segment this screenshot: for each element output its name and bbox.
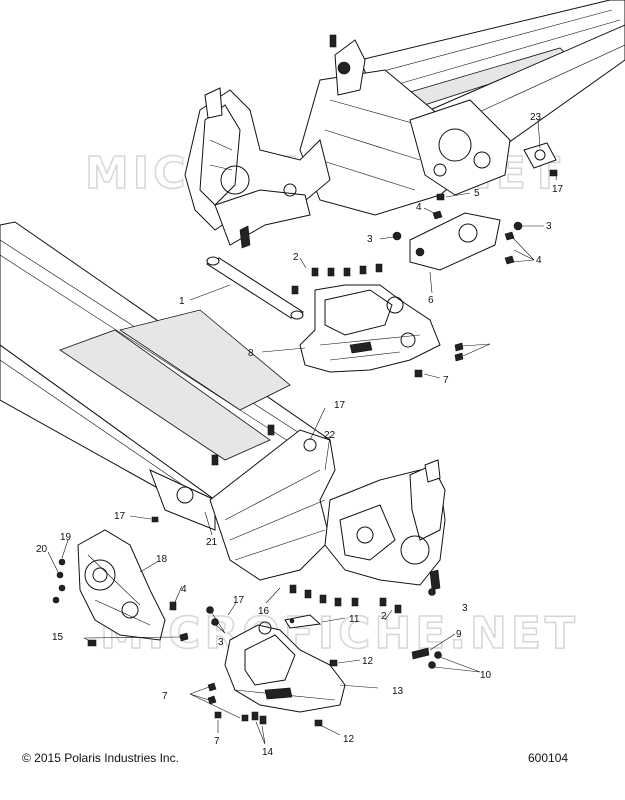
bolt-17-top bbox=[549, 169, 558, 177]
bolt-5 bbox=[436, 193, 445, 201]
bolt-9 bbox=[411, 647, 430, 660]
callout-18: 18 bbox=[156, 554, 168, 565]
callout-2-upper: 2 bbox=[293, 252, 299, 263]
callout-19: 19 bbox=[60, 532, 72, 543]
callout-20: 20 bbox=[36, 544, 48, 555]
bolts-2-lower bbox=[289, 584, 402, 614]
callout-16: 16 bbox=[258, 606, 270, 617]
bolt-17-lower bbox=[151, 516, 159, 523]
bracket-6 bbox=[409, 212, 501, 271]
callout-4-lower: 4 bbox=[181, 584, 187, 595]
bolt-4-upper bbox=[432, 210, 443, 220]
bolts-15 bbox=[87, 632, 189, 647]
callout-13: 13 bbox=[392, 686, 404, 697]
nuts-10 bbox=[428, 651, 442, 669]
callout-22: 22 bbox=[324, 430, 336, 441]
callout-21: 21 bbox=[206, 537, 218, 548]
callout-12-upper: 12 bbox=[362, 656, 374, 667]
callout-15: 15 bbox=[52, 632, 64, 643]
diagram-number: 600104 bbox=[528, 751, 568, 765]
callout-3-upper-right: 3 bbox=[546, 221, 552, 232]
plate-23 bbox=[523, 142, 557, 169]
watermark-bottom: MICROFICHE.NET bbox=[100, 608, 579, 659]
leader-lines bbox=[47, 119, 558, 745]
lower-front-suspension-mount bbox=[324, 459, 446, 591]
bracket-11 bbox=[284, 614, 322, 629]
lower-chassis-tunnel bbox=[0, 221, 336, 581]
callout-3-lower: 3 bbox=[218, 637, 224, 648]
side-plate-18 bbox=[52, 529, 166, 641]
callout-17-mid: 17 bbox=[334, 400, 346, 411]
copyright-text: © 2015 Polaris Industries Inc. bbox=[22, 751, 179, 765]
bolts-7-upper bbox=[414, 342, 464, 378]
callout-6: 6 bbox=[428, 295, 434, 306]
callout-23: 23 bbox=[530, 112, 542, 123]
bolts-2-upper bbox=[291, 263, 383, 295]
bolts-7-lower bbox=[207, 682, 249, 722]
callout-5: 5 bbox=[474, 188, 480, 199]
callout-4-upper: 4 bbox=[416, 202, 422, 213]
callout-17-top: 17 bbox=[552, 184, 564, 195]
callout-8: 8 bbox=[248, 348, 254, 359]
callout-14: 14 bbox=[262, 747, 274, 758]
callout-2-lower: 2 bbox=[381, 611, 387, 622]
callout-4-upper-right: 4 bbox=[536, 255, 542, 266]
callout-labels: 23 17 5 4 3 3 4 2 1 6 8 7 17 22 17 21 19… bbox=[36, 112, 564, 758]
upper-chassis-tunnel bbox=[299, 0, 625, 216]
nut-3-right bbox=[513, 221, 523, 231]
callout-7-upper: 7 bbox=[443, 375, 449, 386]
bolt-4-lower bbox=[169, 601, 177, 611]
callout-3-lower-right: 3 bbox=[462, 603, 468, 614]
callout-9: 9 bbox=[456, 629, 462, 640]
bolts-14 bbox=[251, 711, 267, 725]
callout-7-lower-left: 7 bbox=[162, 691, 168, 702]
callout-3-upper-left: 3 bbox=[367, 234, 373, 245]
nut-3-left bbox=[392, 231, 402, 241]
callout-10: 10 bbox=[480, 670, 492, 681]
upper-front-suspension-mount bbox=[184, 87, 331, 249]
callout-7-lower-bottom: 7 bbox=[214, 736, 220, 747]
suspension-mount-8 bbox=[299, 284, 441, 373]
callout-12-lower: 12 bbox=[343, 734, 355, 745]
callout-11: 11 bbox=[349, 614, 360, 625]
callout-17-left: 17 bbox=[114, 511, 126, 522]
tube-1 bbox=[205, 256, 305, 320]
callout-1: 1 bbox=[179, 296, 185, 307]
bolts-4-right bbox=[504, 231, 515, 265]
callout-17-lower: 17 bbox=[233, 595, 245, 606]
suspension-mount-13 bbox=[224, 621, 346, 713]
